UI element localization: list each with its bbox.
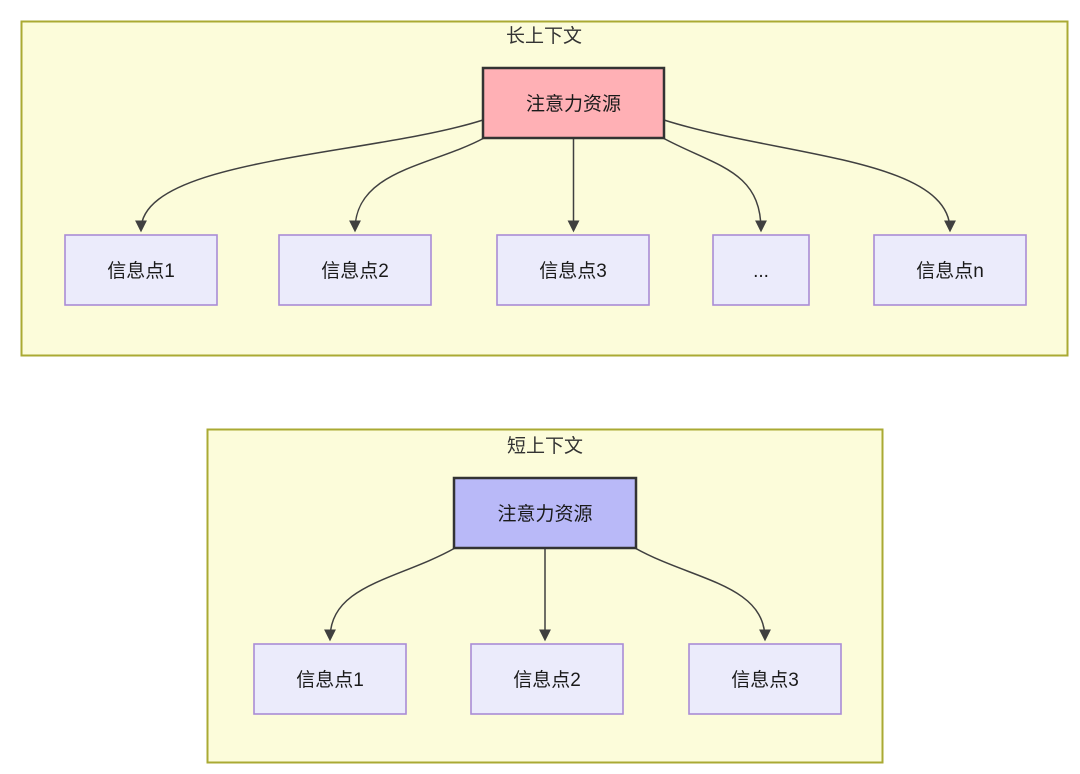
info-node: ... — [712, 234, 810, 306]
flow-arrow — [324, 547, 456, 642]
info-node-label: 信息点2 — [321, 260, 389, 282]
info-node-label: 信息点2 — [513, 669, 581, 691]
long-context-section: 长上下文 注意力资源 信息点1 信息点2 信息点3 ... 信息点n — [20, 20, 1069, 357]
info-node-box — [496, 234, 650, 306]
info-node-box — [712, 234, 810, 306]
info-node: 信息点1 — [64, 234, 218, 306]
flow-arrow — [662, 137, 767, 233]
short-context-root-box — [452, 476, 638, 550]
short-context-root-label: 注意力资源 — [497, 503, 592, 525]
info-node: 信息点2 — [278, 234, 432, 306]
info-node-label: 信息点3 — [539, 260, 607, 282]
info-node: 信息点2 — [470, 643, 624, 715]
short-context-title: 短上下文 — [507, 435, 583, 457]
long-context-root-box — [481, 66, 666, 140]
info-node: 信息点3 — [688, 643, 842, 715]
info-node-box — [253, 643, 407, 715]
info-node-label: 信息点1 — [107, 260, 175, 282]
info-node-box — [688, 643, 842, 715]
long-context-root-label: 注意力资源 — [526, 93, 621, 115]
long-context-title: 长上下文 — [506, 25, 582, 47]
info-node-label: 信息点1 — [296, 669, 364, 691]
short-context-section: 短上下文 注意力资源 信息点1 信息点2 信息点3 — [206, 428, 884, 764]
flow-arrow — [663, 119, 956, 233]
info-node-label: 信息点n — [916, 260, 984, 282]
info-node-label: 信息点3 — [731, 669, 799, 691]
info-node-box — [278, 234, 432, 306]
flow-arrow — [634, 547, 771, 642]
info-node-box — [470, 643, 624, 715]
flow-arrow — [349, 137, 485, 233]
info-node-box — [873, 234, 1027, 306]
info-node: 信息点n — [873, 234, 1027, 306]
info-node-box — [64, 234, 218, 306]
flow-arrow — [135, 119, 484, 233]
info-node: 信息点3 — [496, 234, 650, 306]
info-node: 信息点1 — [253, 643, 407, 715]
info-node-label: ... — [753, 261, 769, 282]
